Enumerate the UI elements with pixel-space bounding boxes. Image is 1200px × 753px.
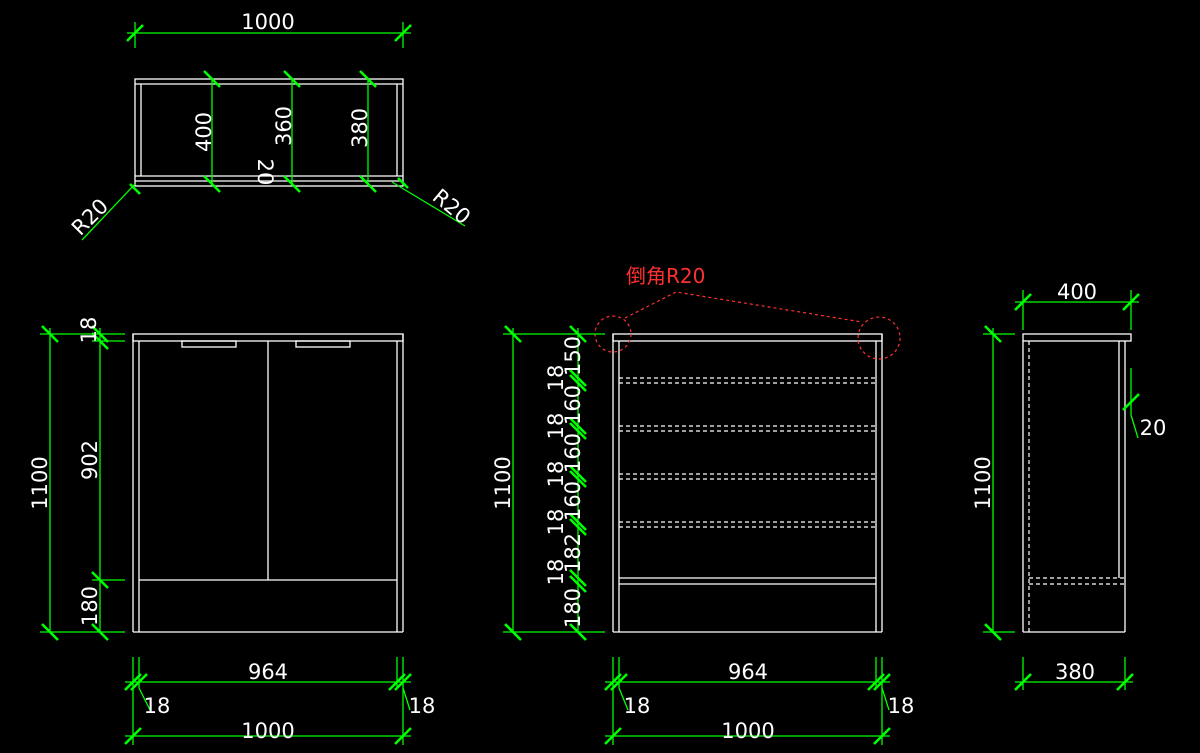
side-elevation: 400 1100 20 380 <box>971 280 1167 691</box>
plan-width-label: 1000 <box>241 10 294 34</box>
front-door-height-label: 902 <box>78 440 102 480</box>
side-top-panel <box>1022 333 1132 342</box>
front-plinth-height-label: 180 <box>78 586 102 626</box>
section-seg-180-label: 180 <box>561 588 585 628</box>
section-total-height-label: 1100 <box>491 456 515 509</box>
section-side-right-label: 18 <box>888 694 915 718</box>
front-elevation: 1100 18 902 180 964 18 18 1000 <box>28 317 435 745</box>
front-side-right-label: 18 <box>409 694 436 718</box>
section-shelf-thk-b-label: 18 <box>544 413 568 440</box>
plan-depth-right-label: 380 <box>348 108 372 148</box>
front-inner-width-label: 964 <box>248 660 288 684</box>
section-top-panel <box>612 333 883 342</box>
plan-radius-right-leader <box>391 181 466 227</box>
section-view: 倒角R20 1100 150 160 160 160 182 180 18 18… <box>491 264 914 745</box>
section-seg-160c-label: 160 <box>561 481 585 521</box>
section-seg-160a-label: 160 <box>561 385 585 425</box>
plan-depth-mid-label: 360 <box>272 106 296 146</box>
front-total-width-label: 1000 <box>241 719 294 743</box>
front-total-height-label: 1100 <box>28 456 52 509</box>
section-chamfer-leader <box>624 291 863 323</box>
section-side-left-label: 18 <box>624 694 651 718</box>
section-shelf-thk-a-label: 18 <box>544 365 568 392</box>
plan-radius-right-label: R20 <box>428 184 475 229</box>
section-seg-150-label: 150 <box>561 336 585 376</box>
front-top-panel <box>132 333 404 342</box>
plan-back-thickness-label: 20 <box>253 159 277 186</box>
side-offset-label: 20 <box>1140 416 1167 440</box>
section-seg-182-label: 182 <box>561 533 585 573</box>
front-side-left-label: 18 <box>144 694 171 718</box>
section-chamfer-mark-right <box>857 316 901 360</box>
section-inner-width-label: 964 <box>728 660 768 684</box>
plan-radius-left-leader <box>81 183 136 241</box>
side-depth-top-label: 400 <box>1057 280 1097 304</box>
plan-view: 400 360 380 20 1000 R20 R20 <box>67 10 475 241</box>
front-door-handle-left <box>181 340 237 348</box>
side-depth-bottom-label: 380 <box>1055 660 1095 684</box>
plan-depth-left-label: 400 <box>192 112 216 152</box>
plan-outline <box>134 78 404 187</box>
section-chamfer-note: 倒角R20 <box>626 264 705 288</box>
section-shelf-thk-d-label: 18 <box>544 509 568 536</box>
section-shelf-thk-c-label: 18 <box>544 461 568 488</box>
section-seg-160b-label: 160 <box>561 433 585 473</box>
front-door-handle-right <box>295 340 351 348</box>
front-top-thickness-label: 18 <box>77 317 101 344</box>
side-total-height-label: 1100 <box>971 456 995 509</box>
section-shelf-thk-e-label: 18 <box>544 559 568 586</box>
plan-radius-left-label: R20 <box>67 194 113 240</box>
section-total-width-label: 1000 <box>721 719 774 743</box>
